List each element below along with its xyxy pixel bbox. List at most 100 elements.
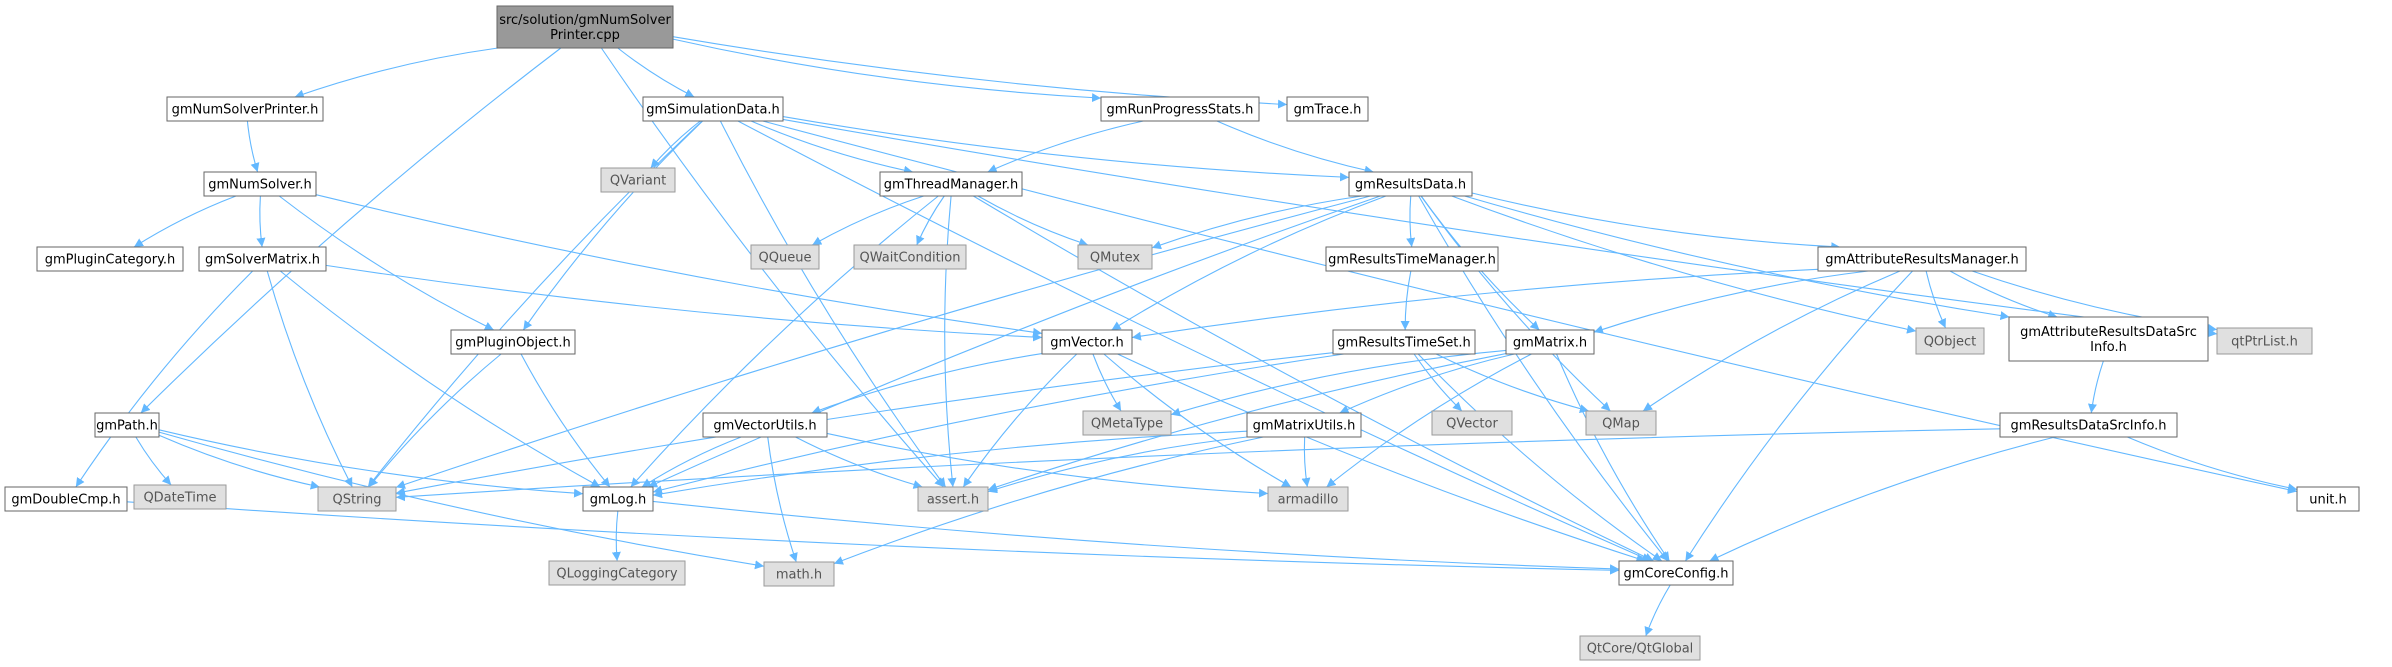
node-label-gmVector: gmVector.h: [1050, 336, 1124, 351]
edge-gmSimulationData-to-QVariant: [650, 120, 701, 169]
edge-root-to-gmSimulationData: [617, 47, 695, 98]
edge-gmPath-to-QDateTime: [135, 436, 172, 486]
node-gmPath[interactable]: gmPath.h: [94, 412, 160, 438]
node-label-QtGlobal: QtCore/QtGlobal: [1587, 642, 1694, 657]
node-gmTrace[interactable]: gmTrace.h: [1286, 96, 1369, 122]
edge-gmMatrix-to-gmCoreConfig: [1556, 353, 1670, 562]
edge-root-to-gmPath: [140, 47, 562, 414]
node-gmRunProgressStats[interactable]: gmRunProgressStats.h: [1100, 96, 1260, 122]
node-root[interactable]: src/solution/gmNumSolverPrinter.cpp: [496, 5, 674, 49]
edge-gmSimulationData-to-gmCoreConfig: [737, 120, 1652, 562]
node-box-QMap: [1585, 410, 1657, 436]
node-label-QMap: QMap: [1602, 417, 1640, 432]
node-gmResultsDataSrcInfo[interactable]: gmResultsDataSrcInfo.h: [1999, 412, 2178, 438]
node-box-gmNumSolverPrinter: [166, 96, 324, 122]
node-QMetaType[interactable]: QMetaType: [1082, 410, 1172, 436]
edge-gmAttributeResultsDataSrcInfo-to-gmResultsDataSrcInfo: [2087, 360, 2104, 414]
node-box-gmVectorUtils: [702, 412, 828, 438]
edge-gmSimulationData-to-gmThreadManager: [750, 120, 914, 175]
node-QtGlobal[interactable]: QtCore/QtGlobal: [1579, 635, 1701, 661]
node-gmMatrixUtils[interactable]: gmMatrixUtils.h: [1246, 412, 1362, 438]
edge-gmNumSolver-to-gmVector: [315, 194, 1043, 337]
node-label-assert: assert.h: [927, 493, 979, 508]
node-label-gmNumSolverPrinter: gmNumSolverPrinter.h: [172, 103, 319, 118]
edge-gmResultsData-to-QObject: [1451, 195, 1917, 334]
node-box-gmMatrix: [1505, 329, 1595, 355]
node-gmSolverMatrix[interactable]: gmSolverMatrix.h: [198, 246, 327, 272]
node-box-QMutex: [1077, 244, 1153, 270]
node-box-gmRunProgressStats: [1100, 96, 1260, 122]
node-gmLog[interactable]: gmLog.h: [582, 486, 654, 512]
node-label-gmRunProgressStats: gmRunProgressStats.h: [1107, 103, 1254, 118]
edge-gmSolverMatrix-to-QString: [266, 270, 353, 488]
node-QString[interactable]: QString: [317, 486, 397, 512]
node-box-gmPluginObject: [450, 329, 576, 355]
node-QObject[interactable]: QObject: [1915, 327, 1985, 355]
edge-gmResultsData-to-gmVector: [1111, 195, 1387, 331]
node-gmPluginObject[interactable]: gmPluginObject.h: [450, 329, 576, 355]
node-label-gmMatrix: gmMatrix.h: [1513, 336, 1587, 351]
node-box-gmSolverMatrix: [198, 246, 327, 272]
node-label-gmPluginObject: gmPluginObject.h: [455, 336, 570, 351]
node-qtPtrList[interactable]: qtPtrList.h: [2216, 327, 2313, 355]
node-gmNumSolverPrinter[interactable]: gmNumSolverPrinter.h: [166, 96, 324, 122]
node-label-QWaitCondition: QWaitCondition: [860, 251, 961, 266]
node-armadillo[interactable]: armadillo: [1267, 486, 1349, 512]
node-QMap[interactable]: QMap: [1585, 410, 1657, 436]
node-gmResultsData[interactable]: gmResultsData.h: [1348, 171, 1473, 197]
edge-gmSimulationData-to-gmResultsData: [782, 115, 1350, 182]
node-label-gmNumSolver: gmNumSolver.h: [208, 178, 312, 193]
node-label-QMutex: QMutex: [1090, 251, 1141, 266]
node-gmDoubleCmp[interactable]: gmDoubleCmp.h: [4, 486, 128, 512]
edge-gmResultsData-to-gmLog: [647, 195, 1381, 488]
node-math[interactable]: math.h: [763, 561, 835, 587]
node-gmResultsTimeSet[interactable]: gmResultsTimeSet.h: [1332, 329, 1476, 355]
node-gmVectorUtils[interactable]: gmVectorUtils.h: [702, 412, 828, 438]
node-label-root: Printer.cpp: [550, 28, 620, 43]
node-label-gmDoubleCmp: gmDoubleCmp.h: [11, 493, 120, 508]
node-box-QWaitCondition: [853, 244, 967, 270]
edge-gmVectorUtils-to-math: [767, 436, 798, 563]
node-QWaitCondition[interactable]: QWaitCondition: [853, 244, 967, 270]
node-box-assert: [917, 486, 989, 512]
node-gmPluginCategory[interactable]: gmPluginCategory.h: [36, 246, 184, 272]
edge-gmRunProgressStats-to-gmResultsData: [1216, 120, 1374, 175]
node-QMutex[interactable]: QMutex: [1077, 244, 1153, 270]
node-box-gmNumSolver: [203, 171, 317, 197]
node-label-unit: unit.h: [2309, 493, 2347, 508]
edge-gmNumSolver-to-gmSolverMatrix: [256, 195, 266, 248]
node-QLoggingCategory[interactable]: QLoggingCategory: [548, 560, 686, 586]
edge-gmThreadManager-to-gmCoreConfig: [973, 195, 1654, 562]
node-box-gmDoubleCmp: [4, 486, 128, 512]
node-QQueue[interactable]: QQueue: [750, 244, 820, 270]
node-label-gmLog: gmLog.h: [590, 493, 647, 508]
node-label-root: src/solution/gmNumSolver: [499, 13, 671, 28]
node-gmSimulationData[interactable]: gmSimulationData.h: [642, 96, 784, 122]
node-label-gmResultsTimeSet: gmResultsTimeSet.h: [1337, 336, 1470, 351]
edge-gmNumSolverPrinter-to-gmNumSolver: [246, 120, 260, 173]
edge-gmVector-to-gmVectorUtils: [811, 353, 1043, 415]
node-box-gmResultsDataSrcInfo: [1999, 412, 2178, 438]
node-assert[interactable]: assert.h: [917, 486, 989, 512]
node-label-gmMatrixUtils: gmMatrixUtils.h: [1253, 419, 1356, 434]
node-gmThreadManager[interactable]: gmThreadManager.h: [879, 171, 1023, 197]
node-gmMatrix[interactable]: gmMatrix.h: [1505, 329, 1595, 355]
node-unit[interactable]: unit.h: [2296, 486, 2360, 512]
node-QVariant[interactable]: QVariant: [600, 167, 676, 193]
edge-gmMatrix-to-armadillo: [1326, 353, 1532, 488]
node-gmNumSolver[interactable]: gmNumSolver.h: [203, 171, 317, 197]
edge-gmVector-to-assert: [962, 353, 1078, 488]
node-gmAttributeResultsManager[interactable]: gmAttributeResultsManager.h: [1817, 246, 2027, 272]
edge-gmMatrix-to-assert: [987, 353, 1507, 492]
node-QVector[interactable]: QVector: [1431, 410, 1513, 436]
node-gmResultsTimeManager[interactable]: gmResultsTimeManager.h: [1325, 246, 1499, 272]
edge-gmPath-to-QString: [158, 434, 320, 490]
node-gmCoreConfig[interactable]: gmCoreConfig.h: [1618, 560, 1734, 586]
node-QDateTime[interactable]: QDateTime: [133, 484, 227, 510]
nodes-layer: src/solution/gmNumSolverPrinter.cpp gmNum…: [4, 5, 2360, 661]
node-box-gmPath: [94, 412, 160, 438]
edge-gmMatrixUtils-to-armadillo: [1301, 436, 1311, 488]
edge-gmResultsData-to-gmResultsTimeManager: [1406, 195, 1416, 248]
node-gmVector[interactable]: gmVector.h: [1041, 329, 1133, 355]
